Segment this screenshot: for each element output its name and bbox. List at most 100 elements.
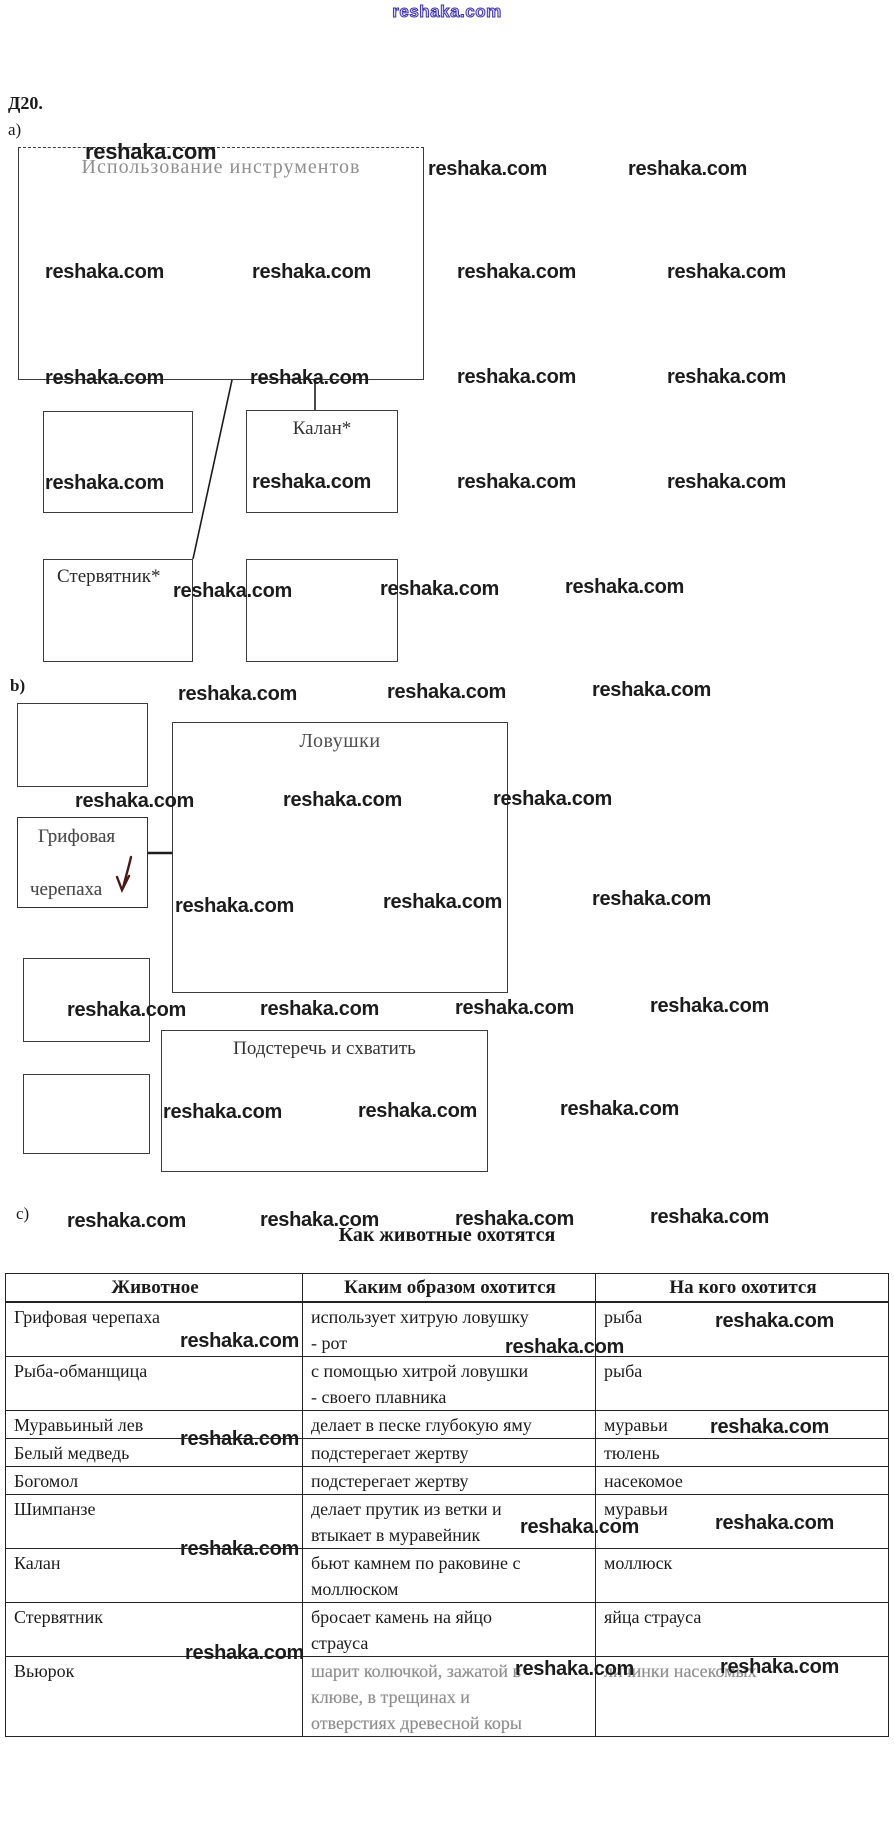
watermark: reshaka.com — [67, 999, 186, 1021]
ambush-box: Подстеречь и схватить — [161, 1030, 488, 1172]
watermark: reshaka.com — [667, 261, 786, 283]
watermark: reshaka.com — [565, 576, 684, 598]
watermark: reshaka.com — [515, 1658, 634, 1680]
turtle-box: Грифовая черепаха — [17, 817, 148, 908]
prey-cell: рыба — [595, 1356, 889, 1411]
table-row: Стервятник бросает камень на яйцо страус… — [5, 1602, 889, 1657]
watermark: reshaka.com — [520, 1516, 639, 1538]
animal-cell: Калан — [5, 1548, 303, 1603]
traps-box: Ловушки — [172, 722, 508, 993]
watermark: reshaka.com — [163, 1101, 282, 1123]
prey-cell: личинки насекомых — [595, 1656, 889, 1737]
watermark: reshaka.com — [75, 790, 194, 812]
tools-box-title: Использование инструментов — [81, 156, 361, 178]
table-row: Вьюрок шарит колючкой, зажатой в клюве, … — [5, 1656, 889, 1737]
section-a-label: a) — [8, 120, 22, 139]
column-header-method: Каким образом охотится — [302, 1273, 596, 1303]
otter-box: Калан* — [246, 410, 398, 513]
method-cell: шарит колючкой, зажатой в клюве, в трещи… — [302, 1656, 596, 1737]
watermark: reshaka.com — [720, 1656, 839, 1678]
watermark: reshaka.com — [505, 1336, 624, 1358]
empty-box-b1 — [17, 703, 148, 787]
watermark: reshaka.com — [667, 366, 786, 388]
watermark: reshaka.com — [457, 366, 576, 388]
watermark: reshaka.com — [457, 261, 576, 283]
watermark: reshaka.com — [457, 471, 576, 493]
table-row: Муравьиный лев делает в песке глубокую я… — [5, 1410, 889, 1439]
watermark: reshaka.com — [628, 158, 747, 180]
vulture-box-label: Стервятник* — [57, 566, 161, 587]
hunting-table-wrap: Животное Каким образом охотится На кого … — [5, 1273, 889, 1737]
top-watermark-text: reshaka.com — [392, 2, 502, 22]
watermark: reshaka.com — [250, 367, 369, 389]
exercise-label: Д20. — [8, 93, 43, 113]
watermark: reshaka.com — [667, 471, 786, 493]
watermark: reshaka.com — [592, 888, 711, 910]
turtle-box-label-line1: Грифовая — [38, 826, 116, 847]
watermark: reshaka.com — [455, 997, 574, 1019]
watermark: reshaka.com — [592, 679, 711, 701]
watermark: reshaka.com — [180, 1428, 299, 1450]
method-cell: подстерегает жертву — [302, 1466, 596, 1495]
prey-cell: тюлень — [595, 1438, 889, 1467]
table-row: Богомол подстерегает жертву насекомое — [5, 1466, 889, 1495]
watermark: reshaka.com — [283, 789, 402, 811]
watermark: reshaka.com — [650, 1206, 769, 1228]
watermark: reshaka.com — [173, 580, 292, 602]
table-header-row: Животное Каким образом охотится На кого … — [5, 1273, 889, 1303]
animal-cell: Рыба-обманщица — [5, 1356, 303, 1411]
watermark: reshaka.com — [387, 681, 506, 703]
tools-box: Использование инструментов — [18, 147, 424, 380]
section-b-label: b) — [10, 676, 26, 695]
column-header-animal: Животное — [5, 1273, 303, 1303]
animal-cell: Шимпанзе — [5, 1494, 303, 1549]
watermark: reshaka.com — [185, 1642, 304, 1664]
method-cell: подстерегает жертву — [302, 1438, 596, 1467]
table-row: Шимпанзе делает прутик из ветки и втыкае… — [5, 1494, 889, 1549]
method-cell: делает в песке глубокую яму — [302, 1410, 596, 1439]
column-header-prey: На кого охотится — [595, 1273, 889, 1303]
table-row: Грифовая черепаха использует хитрую лову… — [5, 1301, 889, 1357]
watermark: reshaka.com — [455, 1208, 574, 1230]
watermark: reshaka.com — [252, 471, 371, 493]
empty-box-b2 — [23, 958, 150, 1042]
watermark: reshaka.com — [715, 1310, 834, 1332]
watermark: reshaka.com — [45, 472, 164, 494]
hunting-table: Животное Каким образом охотится На кого … — [5, 1273, 889, 1737]
watermark: reshaka.com — [175, 895, 294, 917]
watermark: reshaka.com — [380, 578, 499, 600]
watermark: reshaka.com — [45, 367, 164, 389]
watermark: reshaka.com — [180, 1538, 299, 1560]
watermark: reshaka.com — [493, 788, 612, 810]
watermark: reshaka.com — [715, 1512, 834, 1534]
watermark: reshaka.com — [428, 158, 547, 180]
watermark: reshaka.com — [178, 683, 297, 705]
animal-cell: Стервятник — [5, 1602, 303, 1657]
watermark: reshaka.com — [260, 1209, 379, 1231]
turtle-box-label-line2: черепаха — [30, 879, 103, 900]
animal-cell: Белый медведь — [5, 1438, 303, 1467]
animal-cell: Вьюрок — [5, 1656, 303, 1737]
empty-box-a2 — [246, 559, 398, 662]
traps-box-title: Ловушки — [299, 730, 381, 752]
prey-cell: моллюск — [595, 1548, 889, 1603]
empty-box-b3 — [23, 1074, 150, 1154]
ambush-box-title: Подстеречь и схватить — [233, 1038, 416, 1059]
table-row: Рыба-обманщица с помощью хитрой ловушки … — [5, 1356, 889, 1411]
watermark: reshaka.com — [252, 261, 371, 283]
table-row: Белый медведь подстерегает жертву тюлень — [5, 1438, 889, 1467]
vulture-box: Стервятник* — [43, 559, 193, 662]
watermark: reshaka.com — [560, 1098, 679, 1120]
animal-cell: Грифовая черепаха — [5, 1301, 303, 1357]
watermark: reshaka.com — [358, 1100, 477, 1122]
animal-cell: Богомол — [5, 1466, 303, 1495]
method-cell: бросает камень на яйцо страуса — [302, 1602, 596, 1657]
watermark: reshaka.com — [710, 1416, 829, 1438]
prey-cell: рыба — [595, 1301, 889, 1357]
method-cell: бьют камнем по раковине с моллюском — [302, 1548, 596, 1603]
diagonal-connector-line — [192, 379, 233, 560]
prey-cell: муравьи — [595, 1494, 889, 1549]
watermark: reshaka.com — [650, 995, 769, 1017]
method-cell: с помощью хитрой ловушки - своего плавни… — [302, 1356, 596, 1411]
